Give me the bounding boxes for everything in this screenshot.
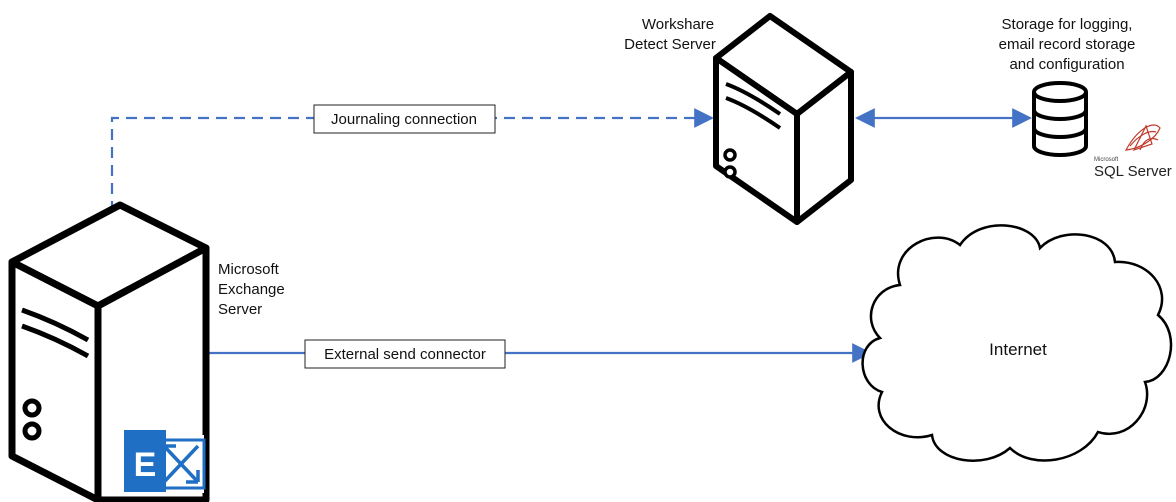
sql-server-brand-small: Microsoft	[1094, 157, 1119, 163]
exchange-logo-tile	[124, 430, 166, 492]
server-icon	[713, 13, 854, 225]
external-send-connector-label-box	[304, 339, 506, 369]
storage-label-line2: email record storage	[999, 36, 1136, 53]
journaling-connection: Journaling connection	[110, 104, 714, 212]
exchange-server: Microsoft Exchange Server E	[8, 201, 285, 502]
storage-label-line1: Storage for logging,	[1002, 16, 1133, 33]
sql-server-icon	[1124, 124, 1161, 152]
sql-server-logo: Microsoft SQL Server	[1094, 124, 1172, 180]
storage-node: Storage for logging, email record storag…	[999, 16, 1136, 157]
journaling-connection-label: Journaling connection	[331, 111, 477, 128]
exchange-label-line3: Server	[218, 301, 262, 318]
exchange-label-line2: Exchange	[218, 281, 285, 298]
workshare-label-line2: Detect Server	[624, 36, 716, 53]
internet-node: Internet	[861, 224, 1173, 462]
exchange-logo: E	[124, 430, 206, 493]
journaling-connection-label-box	[313, 104, 496, 134]
journaling-connection-line	[110, 108, 714, 212]
exchange-logo-letter: E	[134, 446, 157, 484]
database-icon	[1032, 81, 1088, 157]
external-send-connector: External send connector	[207, 339, 872, 369]
storage-label-line3: and configuration	[1009, 56, 1124, 73]
sql-server-brand-large: SQL Server	[1094, 163, 1172, 180]
cloud-icon	[861, 224, 1173, 462]
external-send-connector-label: External send connector	[324, 346, 486, 363]
workshare-label-line1: Workshare	[642, 16, 714, 33]
workshare-detect-server: Workshare Detect Server	[624, 13, 854, 225]
exchange-label-line1: Microsoft	[218, 261, 280, 278]
internet-label: Internet	[989, 340, 1047, 359]
